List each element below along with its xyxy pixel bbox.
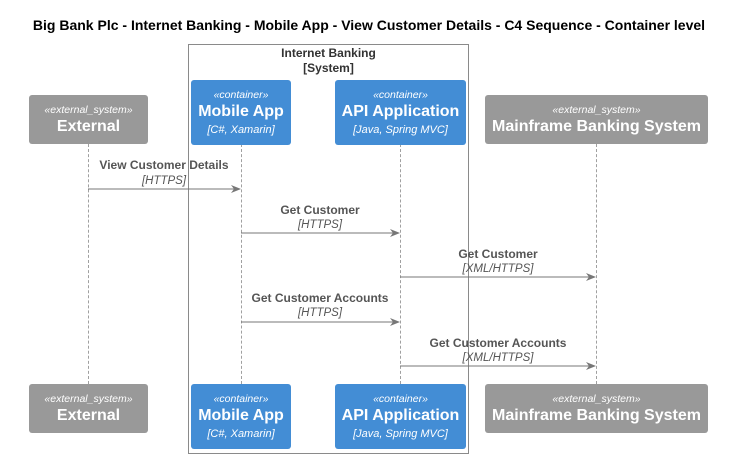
participant-external-top[interactable]: «external_system» External xyxy=(29,95,148,144)
lifeline-mainframe xyxy=(596,144,597,384)
message-tech-2: [HTTPS] xyxy=(297,219,343,231)
participant-name: Mainframe Banking System xyxy=(492,118,701,135)
message-label-1: View Customer Details xyxy=(99,158,229,172)
participant-name: External xyxy=(56,118,121,135)
message-tech-4: [HTTPS] xyxy=(297,307,343,319)
participant-tech: [Java, Spring MVC] xyxy=(353,124,448,136)
participant-mobile-app-bottom[interactable]: «container» Mobile App [C#, Xamarin] xyxy=(191,384,291,449)
participant-stereotype: «external_system» xyxy=(552,104,641,116)
participant-tech: [Java, Spring MVC] xyxy=(353,428,448,440)
participant-stereotype: «external_system» xyxy=(552,393,641,405)
participant-stereotype: «container» xyxy=(373,89,428,101)
message-tech-1: [HTTPS] xyxy=(141,175,187,187)
participant-stereotype: «container» xyxy=(373,393,428,405)
participant-name: Mobile App xyxy=(198,103,284,120)
lifeline-external xyxy=(88,144,89,384)
system-boundary xyxy=(188,44,469,454)
system-boundary-type: [System] xyxy=(303,61,354,75)
participant-api-application-top[interactable]: «container» API Application [Java, Sprin… xyxy=(335,80,466,145)
participant-stereotype: «container» xyxy=(213,89,269,101)
participant-mainframe-bottom[interactable]: «external_system» Mainframe Banking Syst… xyxy=(485,384,708,433)
lifeline-mobile-app xyxy=(241,144,242,384)
system-boundary-name: Internet Banking xyxy=(281,46,376,60)
participant-external-bottom[interactable]: «external_system» External xyxy=(29,384,148,433)
participant-stereotype: «external_system» xyxy=(44,393,133,405)
participant-stereotype: «container» xyxy=(213,393,269,405)
participant-tech: [C#, Xamarin] xyxy=(207,428,275,440)
participant-name: Mobile App xyxy=(198,407,284,424)
participant-name: API Application xyxy=(341,407,460,424)
lifeline-api-application xyxy=(400,144,401,384)
participant-stereotype: «external_system» xyxy=(44,104,133,116)
message-label-3: Get Customer xyxy=(458,247,538,261)
participant-name: Mainframe Banking System xyxy=(492,407,701,424)
message-label-4: Get Customer Accounts xyxy=(251,291,389,305)
message-label-5: Get Customer Accounts xyxy=(429,336,567,350)
participant-mobile-app-top[interactable]: «container» Mobile App [C#, Xamarin] xyxy=(191,80,291,145)
participant-name: API Application xyxy=(341,103,460,120)
system-boundary-title: Internet Banking [System] xyxy=(188,46,469,76)
message-label-2: Get Customer xyxy=(280,203,360,217)
diagram-title: Big Bank Plc - Internet Banking - Mobile… xyxy=(32,17,706,33)
participant-name: External xyxy=(56,407,121,424)
participant-mainframe-top[interactable]: «external_system» Mainframe Banking Syst… xyxy=(485,95,708,144)
message-tech-3: [XML/HTTPS] xyxy=(462,263,534,275)
participant-api-application-bottom[interactable]: «container» API Application [Java, Sprin… xyxy=(335,384,466,449)
participant-tech: [C#, Xamarin] xyxy=(207,124,275,136)
message-tech-5: [XML/HTTPS] xyxy=(462,352,534,364)
